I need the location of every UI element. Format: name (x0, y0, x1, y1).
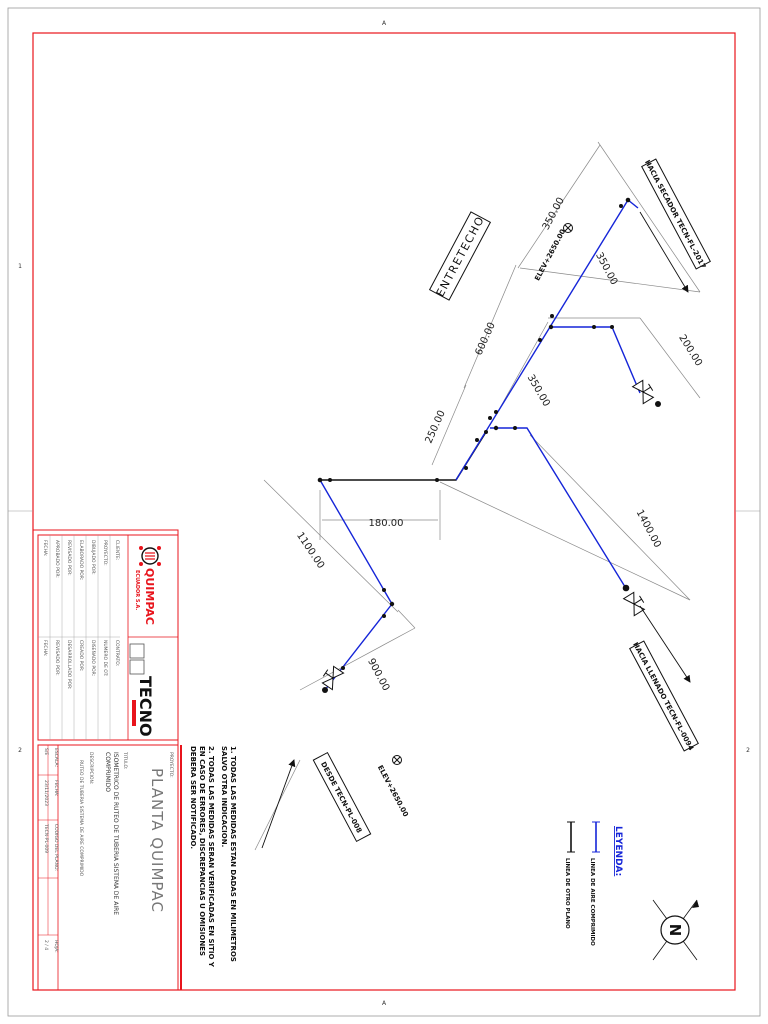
scale-caption: ESCALA: (53, 748, 59, 767)
dim-350-right: 350.00 (593, 251, 619, 287)
valve-lower (321, 665, 345, 691)
legend-title: LEYENDA: (613, 826, 623, 876)
connection-box-filler: HACIA LLENADO TECN-FL-0094 (629, 640, 699, 752)
info-row-2-left: PROYECTO: (102, 540, 108, 566)
dim-900: 900.00 (365, 657, 391, 693)
legend: LEYENDA: LINEA DE AIRE COMPRIMIDO LINEA … (564, 821, 623, 946)
info-row-4-left: ELABORADO POR: (78, 540, 84, 580)
connection-box-source: DESDE TECN-PL-008 (312, 751, 372, 843)
zone-marker-left-upper: 1 (18, 263, 22, 270)
code-value: TECN-PL-009 (43, 823, 49, 853)
title-caption: TITULO: (122, 751, 128, 769)
info-row-7-left: FECHA: (42, 540, 48, 556)
description-text: RUTEO DE TUBERIA SISTEMA DE AIRE COMPRIM… (78, 760, 84, 877)
connection-box-dryer: HACIA SECADOR TECN-FL-2017 (641, 158, 711, 271)
legend-other-label: LINEA DE OTRO PLANO (564, 858, 570, 929)
connection-filler-label: HACIA LLENADO TECN-FL-0094 (631, 641, 695, 752)
elevation-top-label: ELEV+2650.00 (533, 228, 567, 282)
dim-200: 200.00 (676, 333, 704, 369)
sheet-caption: HOJA: (53, 940, 59, 953)
zone-marker-left-lower: 2 (18, 747, 22, 754)
date-value: 23/11/2023 (43, 780, 49, 806)
info-row-1-right: CONTRATO: (114, 640, 120, 666)
info-row-5-right: DESARROLLADO POR: (66, 640, 72, 690)
inner-frame (32, 32, 736, 991)
info-row-3-left: DIBUJADO POR: (90, 540, 96, 575)
code-caption: CODIGO DEL PLANO: (53, 824, 59, 871)
note-line-3: 2. TODAS LAS MEDIDAS SERAN VERIFICADAS E… (207, 746, 215, 968)
info-row-7-right: FECHA: (42, 640, 48, 656)
tecno-logo-text: TECNO (136, 676, 155, 737)
zone-marker-bottom: A (382, 1000, 387, 1007)
project-name: PLANTA QUIMPAC (148, 768, 166, 913)
quimpac-logo-text: QUIMPAC (143, 568, 156, 625)
title-line-2: COMPRIMIDO (104, 752, 111, 792)
dim-600: 600.00 (474, 321, 498, 357)
dim-180: 180.00 (369, 518, 404, 529)
note-line-5: DEBERA SER NOTIFICADO. (189, 746, 197, 849)
pipe-joints (317, 197, 661, 693)
valve-upper (631, 379, 655, 405)
tecno-logo: TECNO (129, 643, 155, 737)
sheet-value: 2 / 4 (43, 940, 49, 950)
zone-marker-top: A (382, 20, 387, 27)
air-line-network (319, 199, 641, 691)
info-row-6-left: APROBADO POR: (54, 540, 60, 578)
info-row-4-right: CREADO POR: (78, 640, 84, 671)
dim-350-top: 350.00 (541, 196, 567, 232)
connection-source-label: DESDE TECN-PL-008 (319, 761, 363, 835)
title-line-1: ISOMETRICO DE RUTEO DE TUBERIA SISTEMA D… (112, 752, 119, 915)
date-caption: FECHA: (53, 780, 59, 796)
zone-marker-right-lower: 2 (746, 747, 750, 754)
info-row-5-left: REVISADO POR: (66, 540, 72, 576)
flow-arrow-dryer (639, 211, 689, 293)
dim-1400: 1400.00 (634, 508, 663, 550)
elevation-marker-top: ELEV+2650.00 (533, 223, 573, 282)
valve-middle (622, 591, 646, 617)
dimension-lines (254, 141, 701, 851)
drawing-identifier-row: ESCALA: S/E FECHA: 23/11/2023 CODIGO DEL… (38, 745, 59, 953)
quimpac-logo: QUIMPAC ECUADOR S.A. (134, 546, 161, 625)
flow-arrow-source (261, 759, 296, 849)
project-caption: PROYECTO: (168, 752, 174, 778)
dim-250: 250.00 (424, 409, 448, 445)
general-notes: 1. TODAS LAS MEDIDAS ESTAN DADAS EN MILI… (189, 746, 237, 968)
note-line-4: EN CASO DE ERRORES, DISCREPANCIAS U OMIS… (198, 746, 206, 956)
info-table: CLIENTE: CONTRATO: PROYECTO: NUMERO DE O… (38, 535, 120, 740)
info-row-1-left: CLIENTE: (114, 540, 120, 560)
flow-arrow-filler (639, 605, 691, 683)
description-caption: DESCRIPCION: (88, 752, 94, 784)
north-symbol: N (652, 899, 699, 961)
note-line-2: SALVO OTRA INDICACION. (220, 746, 228, 847)
info-row-2-right: NUMERO DE OT: (102, 640, 108, 677)
connection-dryer-label: HACIA SECADOR TECN-FL-2017 (643, 159, 707, 271)
elevation-bottom-label: ELEV+2650.00 (376, 764, 410, 818)
scale-value: S/E (43, 748, 49, 755)
legend-air-label: LINEA DE AIRE COMPRIMIDO (589, 858, 595, 946)
outer-frame (7, 7, 761, 1017)
quimpac-logo-subtext: ECUADOR S.A. (134, 570, 140, 610)
elevation-marker-bottom: ELEV+2650.00 (376, 755, 410, 818)
info-row-3-right: DISEÑADO POR: (90, 640, 97, 676)
info-row-6-right: REVISADO POR: (54, 640, 60, 676)
note-line-1: 1. TODAS LAS MEDIDAS ESTAN DADAS EN MILI… (229, 746, 237, 962)
north-label: N (666, 924, 684, 937)
dim-350-mid: 350.00 (525, 373, 552, 409)
area-label-box: ENTRETECHO (428, 211, 492, 301)
title-block (32, 529, 182, 991)
area-label: ENTRETECHO (434, 214, 488, 299)
